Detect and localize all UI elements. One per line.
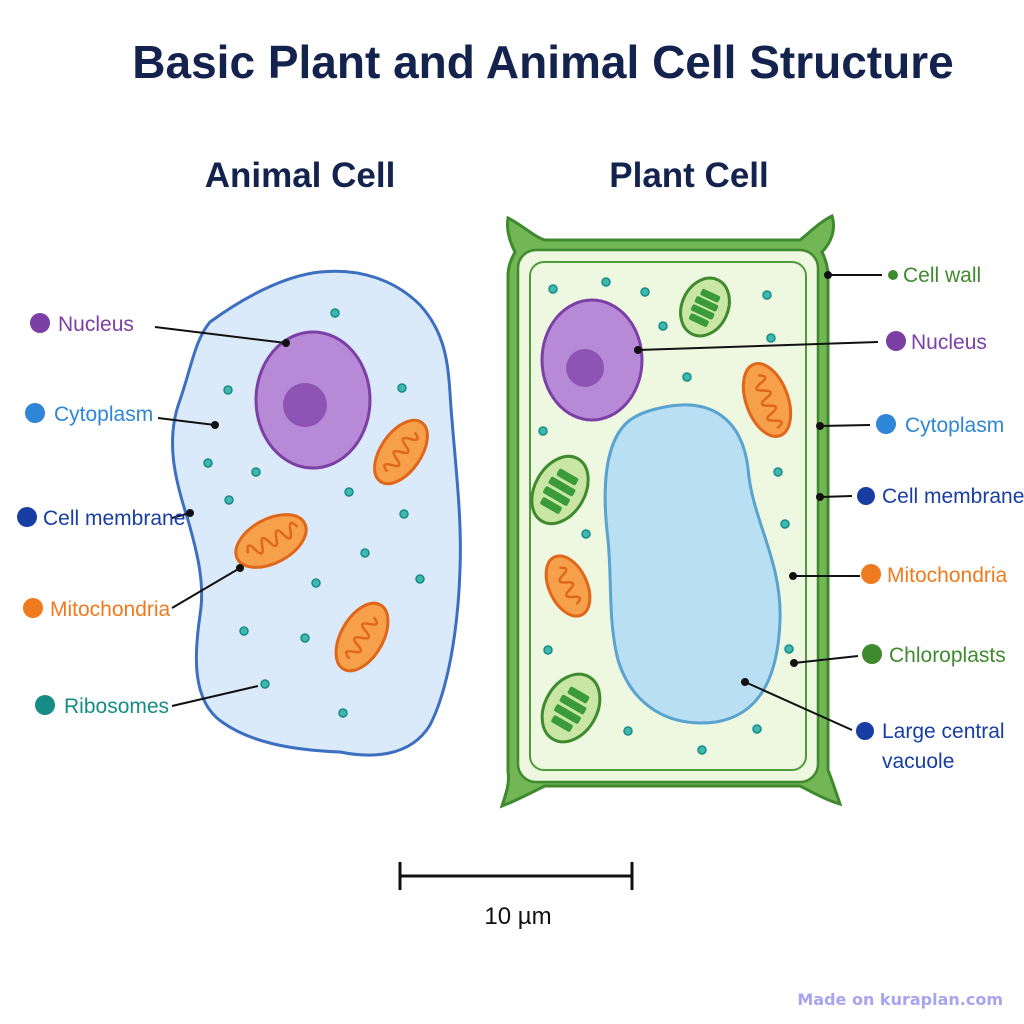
svg-text:Cytoplasm: Cytoplasm bbox=[905, 414, 1004, 437]
chloroplast bbox=[679, 276, 731, 338]
plant-label-chloroplasts: Chloroplasts bbox=[862, 644, 1006, 667]
animal-label-mitochondria: Mitochondria bbox=[23, 598, 171, 621]
animal-label-ribosomes: Ribosomes bbox=[35, 695, 169, 718]
scale-bar-label: 10 µm bbox=[484, 903, 551, 930]
plant-label-nucleus: Nucleus bbox=[886, 331, 987, 354]
animal-label-cell-membrane: Cell membrane bbox=[17, 507, 185, 530]
plant-label-large-central-vacuole: Large central vacuole bbox=[856, 720, 1005, 773]
plant-nucleolus bbox=[566, 349, 604, 387]
svg-text:Mitochondria: Mitochondria bbox=[887, 564, 1008, 587]
animal-label-cytoplasm: Cytoplasm bbox=[25, 403, 153, 426]
animal-ribosomes bbox=[203, 308, 425, 718]
svg-text:Cell wall: Cell wall bbox=[903, 264, 981, 287]
svg-text:Nucleus: Nucleus bbox=[911, 331, 987, 354]
plant-label-cytoplasm: Cytoplasm bbox=[876, 414, 1004, 437]
svg-text:Nucleus: Nucleus bbox=[58, 313, 134, 336]
svg-text:Mitochondria: Mitochondria bbox=[50, 598, 171, 621]
page-title: Basic Plant and Animal Cell Structure bbox=[132, 36, 953, 88]
plant-label-cell-membrane: Cell membrane bbox=[857, 485, 1024, 508]
svg-text:Chloroplasts: Chloroplasts bbox=[889, 644, 1006, 667]
scale-bar: 10 µm bbox=[398, 862, 634, 930]
plant-cell-heading: Plant Cell bbox=[609, 156, 768, 195]
watermark: Made on kuraplan.com bbox=[797, 990, 1003, 1009]
plant-mitochondrion bbox=[741, 362, 793, 438]
animal-label-nucleus: Nucleus bbox=[30, 313, 134, 336]
plant-label-cell-wall: Cell wall bbox=[888, 264, 981, 287]
plant-label-mitochondria: Mitochondria bbox=[861, 564, 1008, 587]
chloroplast bbox=[530, 454, 590, 526]
svg-text:Cytoplasm: Cytoplasm bbox=[54, 403, 153, 426]
svg-text:Cell membrane: Cell membrane bbox=[882, 485, 1024, 508]
svg-text:vacuole: vacuole bbox=[882, 750, 954, 773]
svg-text:Cell membrane: Cell membrane bbox=[43, 507, 185, 530]
animal-mitochondrion bbox=[334, 601, 390, 673]
animal-leader-lines bbox=[154, 326, 290, 707]
animal-cell-heading: Animal Cell bbox=[205, 156, 396, 195]
svg-text:Large central: Large central bbox=[882, 720, 1005, 743]
svg-text:Ribosomes: Ribosomes bbox=[64, 695, 169, 718]
animal-mitochondrion bbox=[234, 513, 308, 569]
plant-vacuole bbox=[603, 403, 782, 725]
plant-ribosomes bbox=[538, 277, 794, 755]
chloroplast bbox=[540, 672, 602, 744]
animal-mitochondrion bbox=[373, 418, 429, 486]
plant-leader-lines bbox=[634, 271, 882, 731]
plant-cell: Cell wall Nucleus Cytoplasm Cell membran… bbox=[499, 213, 1024, 809]
animal-cell: Nucleus Cytoplasm Cell membrane Mitochon… bbox=[17, 269, 462, 757]
animal-nucleolus bbox=[283, 383, 327, 427]
plant-mitochondrion bbox=[544, 554, 592, 618]
